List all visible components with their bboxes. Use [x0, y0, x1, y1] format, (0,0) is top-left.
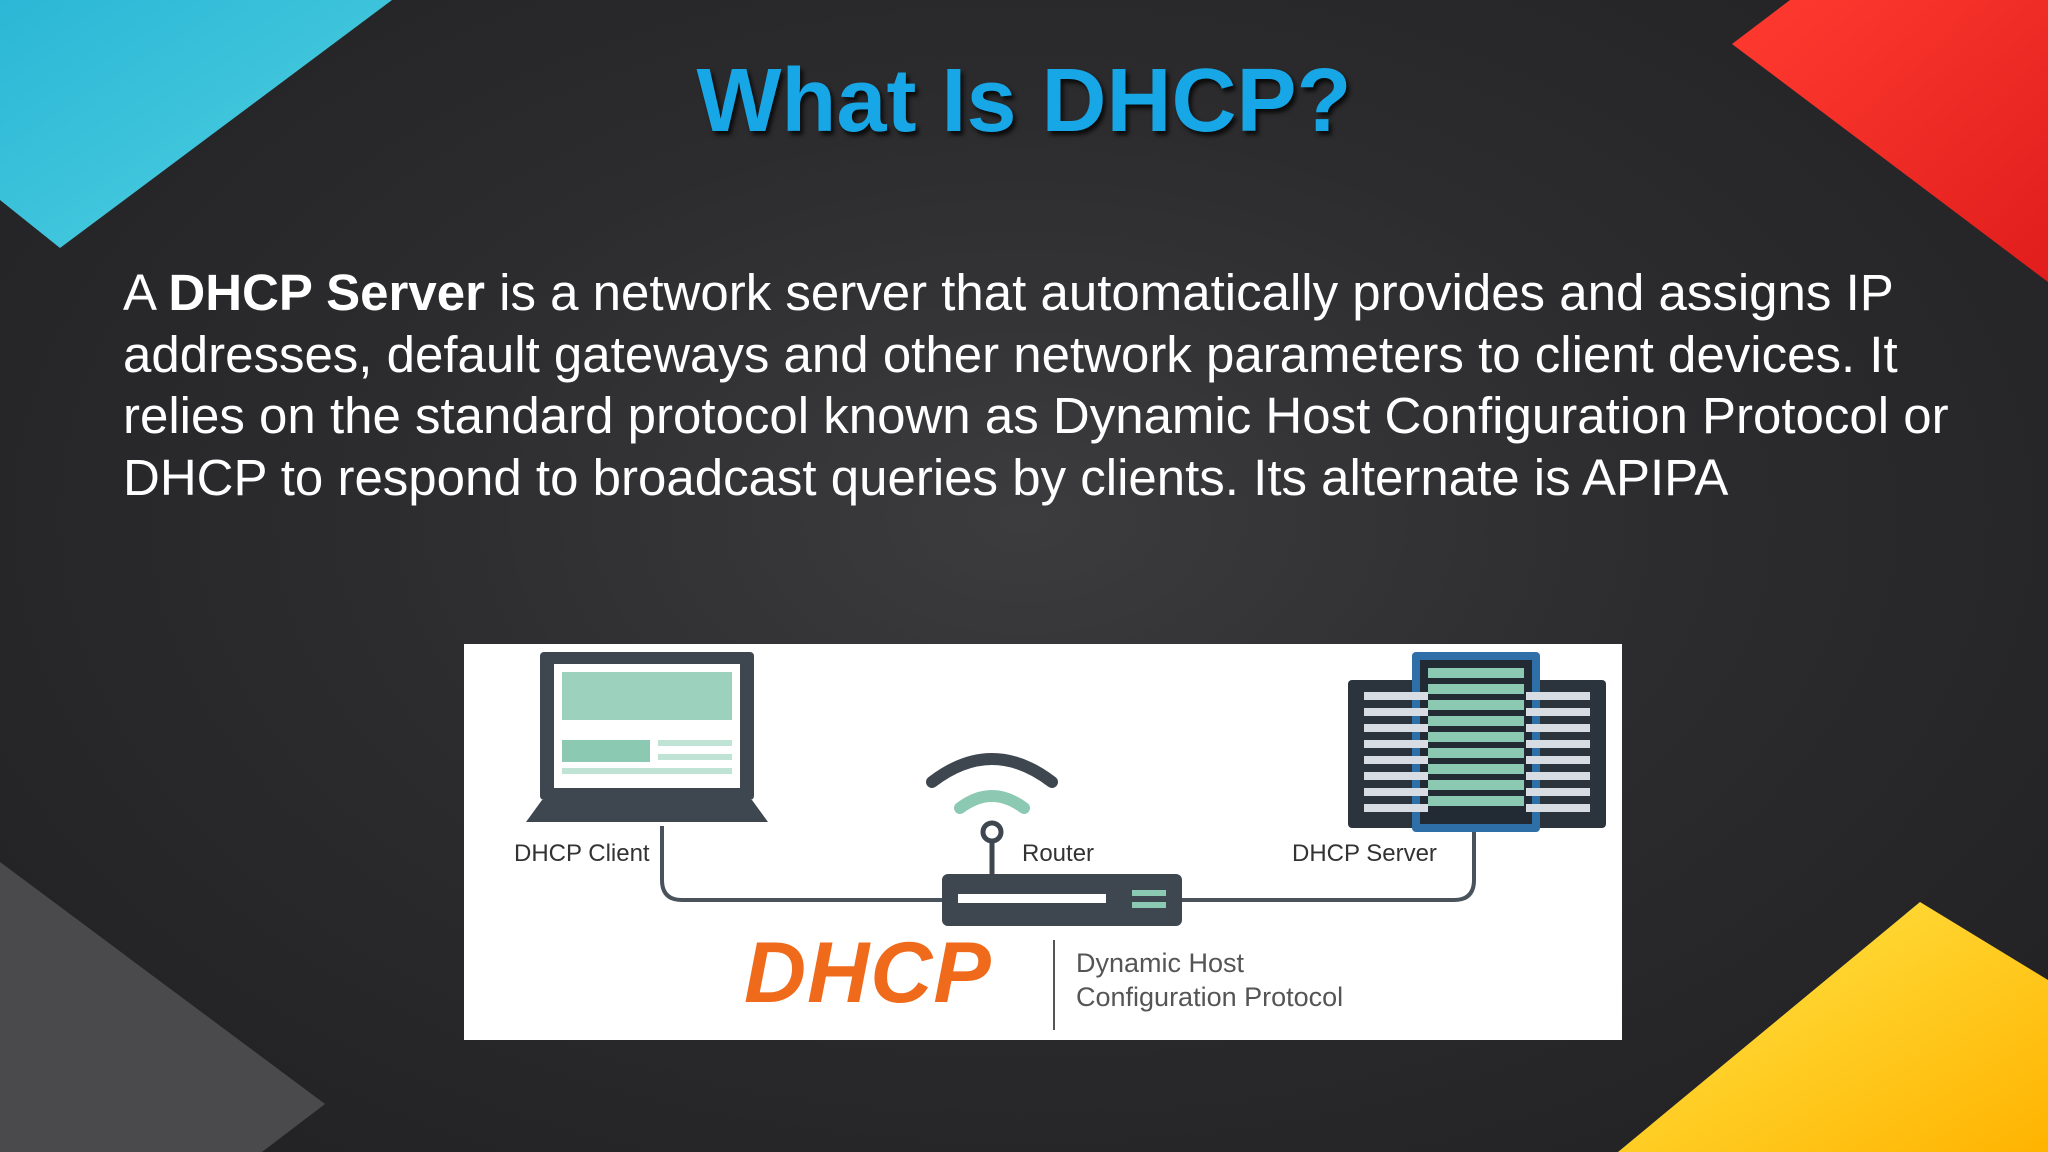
server-rack-icon: [1348, 652, 1606, 832]
corner-shape-top-right: [1732, 0, 2048, 282]
client-router-connection: [660, 826, 950, 902]
slide-paragraph: A DHCP Server is a network server that a…: [123, 262, 1983, 508]
dhcp-diagram-graphics: [526, 652, 1606, 1030]
logo-subtitle-line1: Dynamic Host: [1076, 948, 1245, 978]
dhcp-diagram-image: DHCP Client Router DHCP Server DHCP Dyna…: [464, 644, 1622, 1040]
paragraph-term: DHCP Server: [168, 264, 485, 321]
paragraph-lead: A: [123, 264, 169, 321]
corner-shape-top-left: [0, 0, 392, 248]
dhcp-server-label: DHCP Server: [1292, 840, 1437, 867]
corner-shape-bottom-right: [1618, 902, 2048, 1152]
paragraph-rest: is a network server that automatically p…: [123, 264, 1949, 506]
router-icon: [926, 753, 1182, 926]
logo-subtitle-line2: Configuration Protocol: [1076, 982, 1344, 1012]
router-server-connection: [1182, 826, 1476, 902]
router-label: Router: [1022, 840, 1095, 867]
corner-shape-bottom-left: [0, 862, 325, 1152]
dhcp-logo-text: DHCP: [744, 925, 992, 1021]
dhcp-client-label: DHCP Client: [514, 840, 650, 867]
slide-title: What Is DHCP?: [696, 51, 1352, 151]
laptop-icon: [526, 652, 768, 822]
